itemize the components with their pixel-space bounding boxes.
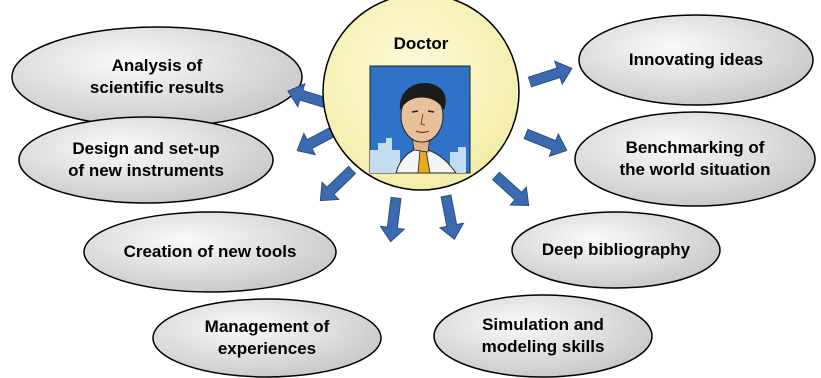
node-label-creation: Creation of new tools: [123, 241, 297, 261]
node-ellipse-management: [152, 298, 382, 378]
node-ellipse-design: [18, 116, 274, 204]
doctor-portrait: [369, 65, 471, 174]
node-ellipse-creation: [83, 211, 337, 293]
center-title: Doctor: [393, 34, 449, 53]
node-label-bibliography: Deep bibliography: [541, 239, 691, 259]
node-ellipse-benchmarking: [574, 111, 816, 207]
node-ellipse-simulation: [433, 294, 653, 378]
arrow-to-innovating: [527, 60, 573, 88]
node-label-analysis: Analysis of scientific results: [89, 55, 225, 97]
arrow-to-management: [379, 196, 406, 243]
arrows: [287, 60, 573, 243]
arrow-to-bibliography: [491, 171, 530, 206]
arrow-to-benchmarking: [523, 128, 568, 158]
node-label-simulation: Simulation and modeling skills: [481, 314, 605, 356]
node-label-benchmarking: Benchmarking of the world situation: [619, 137, 771, 179]
node-ellipse-innovating: [578, 14, 814, 106]
node-label-innovating: Innovating ideas: [628, 49, 764, 69]
arrow-to-creation: [319, 165, 357, 202]
arrow-to-simulation: [438, 194, 465, 240]
node-ellipse-bibliography: [511, 211, 721, 289]
node-label-design: Design and set-up of new instruments: [68, 138, 224, 180]
node-label-management: Management of experiences: [204, 316, 330, 358]
